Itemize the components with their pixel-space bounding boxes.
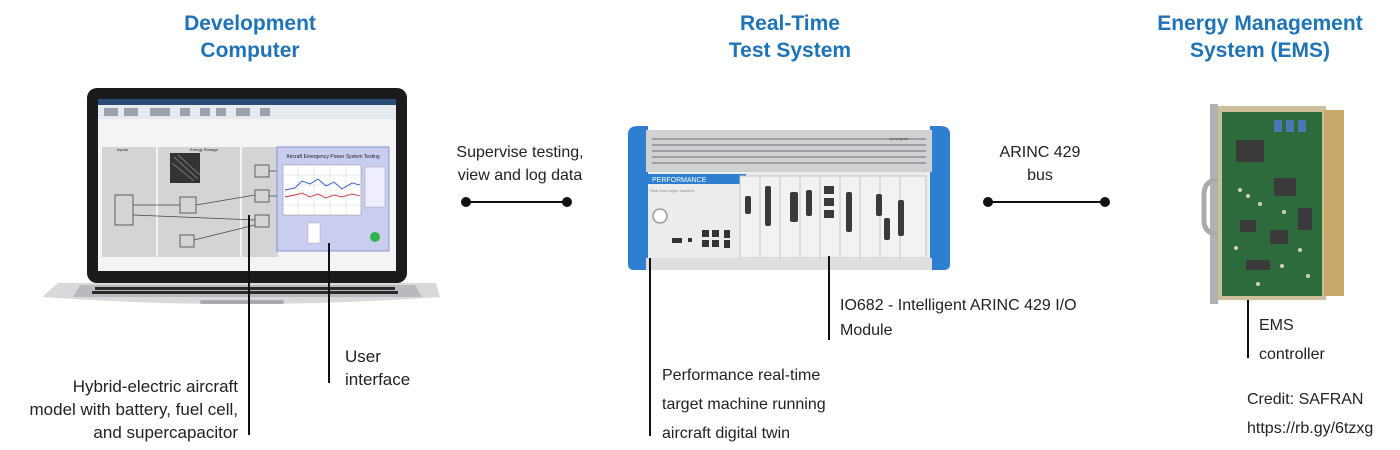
supervise-connector-right-dot [562, 197, 572, 207]
ems-line: controller [1259, 346, 1325, 363]
performance-label: Performance real-time target machine run… [662, 361, 826, 448]
arinc-line: ARINC 429 [999, 144, 1081, 161]
arinc-connector-line [988, 201, 1106, 203]
model-line: model with battery, fuel cell, [29, 400, 239, 419]
arinc-bus-label: ARINC 429 bus [980, 141, 1100, 187]
performance-line: Performance real-time [662, 367, 821, 384]
supervise-connector-line [466, 201, 568, 203]
realtime-target-machine: speedgoat PERFORMANCE Real-time target m… [628, 126, 950, 270]
arinc-connector-right-dot [1100, 197, 1110, 207]
user-interface-label: User interface [345, 345, 410, 391]
panel-inputs-label: Inputs [117, 147, 128, 152]
credit-line: Credit: SAFRAN [1247, 391, 1364, 408]
title-line: Computer [200, 39, 300, 62]
panel-energy-label: Energy Storage [190, 147, 219, 152]
io-line: IO682 - Intelligent ARINC 429 I/O [840, 297, 1077, 314]
model-pointer-line [248, 215, 250, 435]
supervise-label: Supervise testing, view and log data [440, 141, 600, 187]
title-development-computer: Development Computer [150, 10, 350, 64]
laptop-illustration: Inputs Energy Storage Aircraft Emergency… [42, 88, 440, 304]
supervise-line: view and log data [457, 167, 583, 184]
device-front-label: PERFORMANCE [652, 177, 707, 184]
ems-pointer-line [1247, 300, 1249, 358]
ems-controller-label: EMS controller [1259, 311, 1325, 369]
title-line: Real-Time [740, 12, 840, 35]
ems-line: EMS [1259, 317, 1294, 334]
model-line: Hybrid-electric aircraft [72, 377, 238, 396]
title-line: Energy Management [1157, 12, 1363, 35]
app-title: Aircraft Emergency Power System Testing [286, 154, 379, 160]
credit-line: https://rb.gy/6tzxg [1247, 420, 1374, 437]
performance-line: target machine running [662, 396, 826, 413]
brand-label: speedgoat [889, 136, 909, 141]
title-line: System (EMS) [1189, 39, 1331, 62]
ui-line: User [345, 347, 381, 366]
title-line: Development [184, 12, 316, 35]
model-label: Hybrid-electric aircraft model with batt… [0, 375, 239, 444]
io-module-label: IO682 - Intelligent ARINC 429 I/O Module [840, 293, 1077, 343]
supervise-line: Supervise testing, [456, 144, 584, 161]
title-realtime-test-system: Real-Time Test System [680, 10, 900, 64]
ui-pointer-line [328, 243, 330, 383]
arinc-line: bus [1027, 167, 1053, 184]
credit-label: Credit: SAFRAN https://rb.gy/6tzxg [1247, 385, 1373, 443]
title-line: Test System [728, 39, 852, 62]
target-pointer-line [649, 258, 651, 436]
model-line: and supercapacitor [93, 423, 238, 442]
ems-controller-board [1201, 104, 1344, 304]
io-line: Module [840, 322, 893, 339]
io-module-pointer-line [828, 256, 830, 340]
title-ems: Energy Management System (EMS) [1130, 10, 1390, 64]
performance-line: aircraft digital twin [662, 425, 791, 442]
device-front-sublabel: Real-time target machine [650, 188, 695, 193]
ui-line: interface [345, 370, 411, 389]
